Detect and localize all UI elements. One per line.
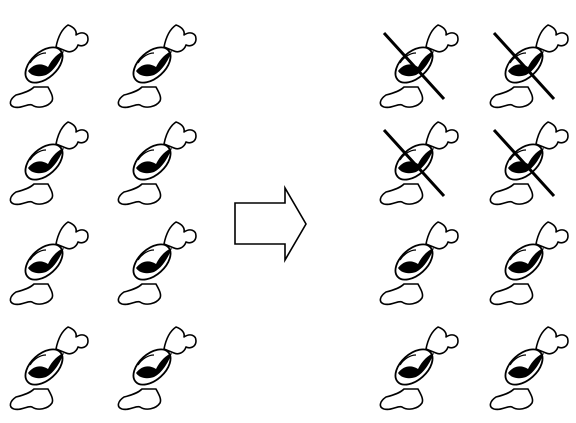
crossed-out-candy-icon (379, 121, 459, 206)
wrapped-candy-icon (9, 221, 89, 306)
crossed-out-candy-icon (489, 24, 569, 109)
crossed-out-candy-icon (379, 24, 459, 109)
right-arrow-icon (234, 185, 307, 263)
wrapped-candy-icon (9, 24, 89, 109)
left-candy-group (9, 24, 197, 411)
wrapped-candy-icon (117, 221, 197, 306)
wrapped-candy-icon (117, 326, 197, 411)
wrapped-candy-icon (489, 221, 569, 306)
crossed-out-candy-icon (489, 121, 569, 206)
wrapped-candy-icon (117, 24, 197, 109)
wrapped-candy-icon (117, 121, 197, 206)
wrapped-candy-icon (379, 326, 459, 411)
right-candy-group (379, 24, 569, 411)
wrapped-candy-icon (489, 326, 569, 411)
wrapped-candy-icon (379, 221, 459, 306)
wrapped-candy-icon (9, 121, 89, 206)
wrapped-candy-icon (9, 326, 89, 411)
